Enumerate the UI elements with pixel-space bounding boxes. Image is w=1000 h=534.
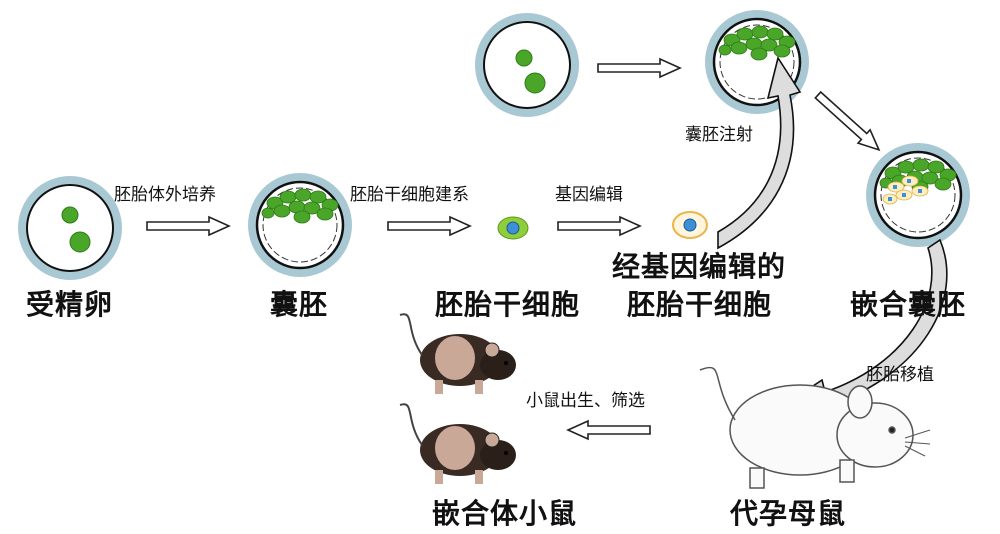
label-es-line: 胚胎干细胞建系 — [350, 185, 469, 205]
es-cell — [497, 216, 529, 240]
label-edited-line1: 经基因编辑的 — [612, 250, 787, 283]
label-embryo-transfer: 胚胎移植 — [866, 365, 934, 385]
injection-arrow — [717, 56, 802, 250]
arrow-top — [597, 58, 681, 78]
label-fertilized-egg: 受精卵 — [26, 288, 114, 321]
blastocyst-top — [703, 8, 811, 116]
fertilized-egg — [17, 175, 123, 281]
label-edited-line2: 胚胎干细胞 — [627, 288, 773, 321]
label-surrogate-mouse: 代孕母鼠 — [730, 497, 847, 530]
edited-es-cell — [672, 211, 708, 239]
label-chimeric-mouse: 嵌合体小鼠 — [432, 497, 578, 530]
label-in-vitro-culture: 胚胎体外培养 — [114, 185, 216, 205]
label-birth-screening: 小鼠出生、筛选 — [526, 391, 645, 411]
arrow-birth — [567, 420, 651, 440]
label-chimeric-blastocyst: 嵌合囊胚 — [850, 288, 967, 321]
chimeric-mouse-1 — [399, 313, 517, 395]
label-es-cell: 胚胎干细胞 — [435, 288, 581, 321]
chimeric-mouse-2 — [399, 403, 517, 485]
arrow-es-line — [387, 216, 471, 236]
arrow-culture — [146, 216, 230, 236]
label-blastocyst-injection: 囊胚注射 — [685, 125, 753, 145]
arrow-gene-editing — [557, 216, 641, 236]
blastocyst — [246, 171, 354, 279]
label-blastocyst: 囊胚 — [270, 288, 329, 321]
label-gene-editing: 基因编辑 — [555, 185, 623, 205]
arrow-to-chimera — [811, 87, 886, 158]
fertilized-egg-top — [474, 12, 580, 118]
surrogate-mouse — [699, 366, 931, 489]
chimeric-blastocyst — [864, 141, 972, 249]
